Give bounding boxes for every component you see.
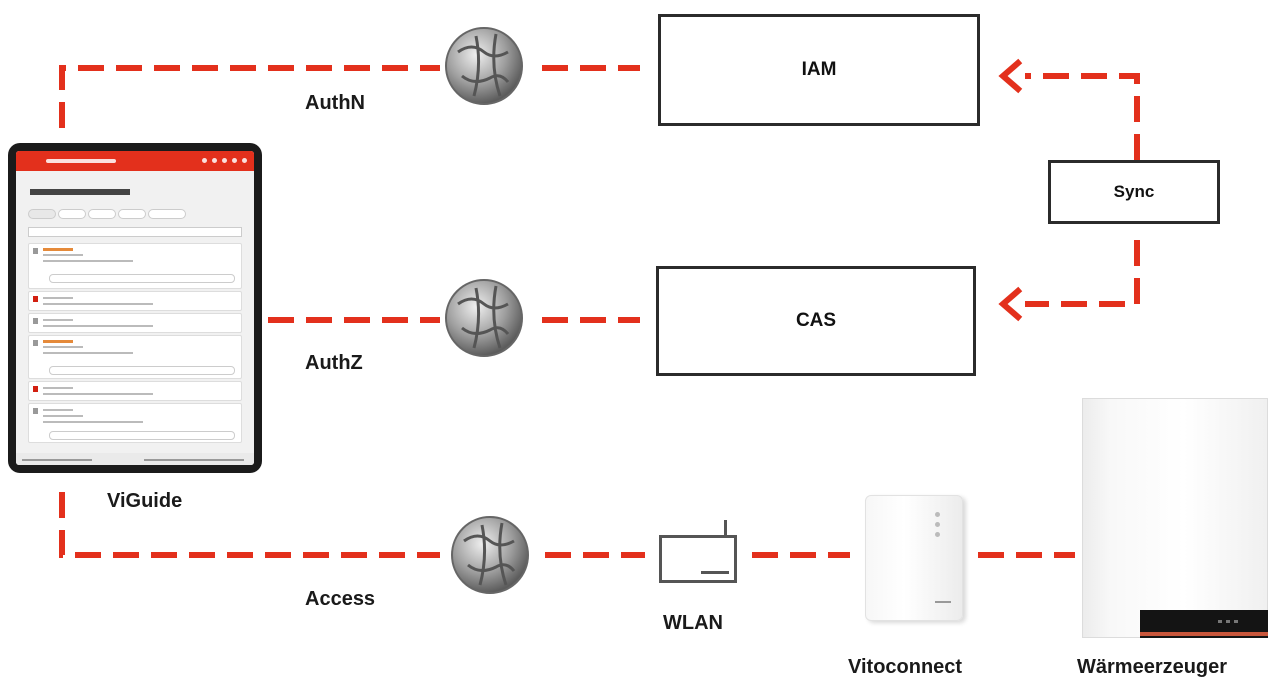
filter-pill xyxy=(88,209,116,219)
filter-pill xyxy=(118,209,146,219)
panel-indicator xyxy=(1234,620,1238,623)
list-item xyxy=(28,243,242,289)
access-connector xyxy=(59,492,440,558)
waermeerzeuger-label: Wärmeerzeuger xyxy=(1077,656,1228,678)
list-item xyxy=(28,403,242,443)
header-icon xyxy=(222,158,227,163)
panel-indicator xyxy=(1226,620,1230,623)
globe-icon xyxy=(445,27,523,105)
iam-box: IAM xyxy=(658,14,980,126)
access-label: Access xyxy=(305,588,376,610)
arrowhead-left-icon xyxy=(998,286,1023,322)
screen-footer xyxy=(16,453,254,465)
arrowhead-left-icon xyxy=(998,58,1023,94)
iam-label: IAM xyxy=(801,59,837,80)
filter-pill xyxy=(58,209,86,219)
authz-label: AuthZ xyxy=(305,352,363,374)
cas-label: CAS xyxy=(795,310,837,331)
router-antenna xyxy=(724,520,727,537)
tablet-screen xyxy=(16,151,254,465)
header-icon xyxy=(242,158,247,163)
list-item xyxy=(28,335,242,379)
list-item xyxy=(28,291,242,311)
status-led xyxy=(935,532,940,537)
header-icon xyxy=(202,158,207,163)
router-slot xyxy=(701,571,729,574)
authn-connector xyxy=(59,65,440,128)
list-item xyxy=(28,381,242,401)
brand-logo xyxy=(46,159,116,163)
globe-icon xyxy=(445,279,523,357)
cas-box: CAS xyxy=(656,266,976,376)
wlan-router-icon xyxy=(659,535,737,583)
authn-label: AuthN xyxy=(305,92,365,114)
app-header-bar xyxy=(16,151,254,171)
sync-label: Sync xyxy=(1113,182,1155,201)
viguide-tablet-image xyxy=(8,143,262,473)
vitoconnect-label: Vitoconnect xyxy=(848,656,963,678)
header-icon xyxy=(232,158,237,163)
waermeerzeuger-device-image xyxy=(1082,398,1268,638)
filter-pill xyxy=(28,209,56,219)
screen-title-placeholder xyxy=(30,189,130,195)
panel-indicator xyxy=(1218,620,1222,623)
screen-search-field xyxy=(28,227,242,237)
sync-to-cas-connector xyxy=(1025,240,1140,307)
vitoconnect-device-image xyxy=(865,495,963,621)
status-led xyxy=(935,512,940,517)
status-led xyxy=(935,522,940,527)
filter-pill xyxy=(148,209,186,219)
globe-icon xyxy=(451,516,529,594)
heater-accent-strip xyxy=(1140,632,1268,636)
sync-to-iam-connector xyxy=(1025,73,1140,160)
header-icon xyxy=(212,158,217,163)
wlan-label: WLAN xyxy=(663,612,723,634)
sync-box: Sync xyxy=(1048,160,1220,224)
list-item xyxy=(28,313,242,333)
viguide-label: ViGuide xyxy=(107,490,183,512)
device-logo xyxy=(935,601,951,603)
